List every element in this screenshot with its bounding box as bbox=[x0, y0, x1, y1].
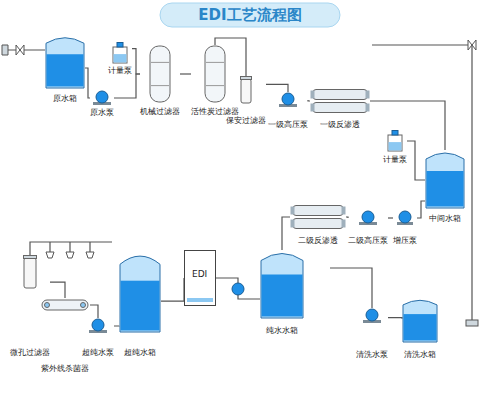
drain-pipe bbox=[372, 45, 472, 320]
equipment-label: 增压泵 bbox=[393, 236, 417, 246]
pump-symbol bbox=[232, 283, 244, 295]
equipment-label: 原水泵 bbox=[90, 108, 114, 118]
pipe-connector bbox=[161, 278, 184, 301]
equipment-label: 超纯水泵 bbox=[82, 348, 114, 358]
pump-unit: 增压泵 bbox=[393, 210, 417, 246]
water-tank: 原水箱 bbox=[45, 35, 85, 104]
pipe-connector bbox=[180, 73, 191, 74]
pipe-connector bbox=[90, 305, 98, 318]
water-tank: 超纯水箱 bbox=[119, 252, 161, 358]
pipe-connector bbox=[50, 282, 65, 298]
filter-column: 活性炭过滤器 bbox=[191, 45, 239, 117]
pipe-connector bbox=[132, 49, 140, 74]
cartridge-filter-outline bbox=[240, 76, 252, 104]
equipment-label: EDI bbox=[192, 269, 207, 280]
equipment-label: 保安过滤器 bbox=[226, 116, 266, 126]
ro-membrane: 一级反渗透 bbox=[310, 88, 370, 130]
equipment-label: 机械过滤器 bbox=[140, 107, 180, 117]
ro-membrane-outline bbox=[310, 88, 370, 114]
pump-unit-outline bbox=[91, 90, 113, 106]
inlet-nozzle bbox=[2, 45, 8, 55]
equipment-label: 清洗水泵 bbox=[356, 350, 388, 360]
ro-membrane-outline bbox=[290, 204, 346, 230]
water-tank-outline bbox=[425, 150, 465, 210]
equipment-label: 原水箱 bbox=[53, 94, 77, 104]
equipment-label: 清洗水箱 bbox=[404, 350, 436, 360]
pipe-connector bbox=[388, 217, 393, 218]
equipment-label: 一级高压泵 bbox=[268, 120, 308, 130]
water-tank-outline bbox=[45, 35, 85, 90]
pipe-connector bbox=[417, 201, 425, 218]
valve-symbol bbox=[468, 40, 476, 50]
pipe-connector bbox=[388, 318, 402, 319]
pump-unit: 清洗水泵 bbox=[356, 308, 388, 360]
equipment-label: 纯水水箱 bbox=[266, 326, 298, 336]
dosing-pump-outline bbox=[386, 130, 404, 152]
equipment-label: 计量泵 bbox=[383, 155, 407, 165]
water-tank: 清洗水箱 bbox=[402, 298, 438, 360]
dosing-pump: 计量泵 bbox=[383, 130, 407, 165]
pipe-connector bbox=[85, 68, 90, 98]
equipment-label: 二级高压泵 bbox=[348, 236, 388, 246]
pipe-connector bbox=[266, 84, 288, 92]
filter-column: 机械过滤器 bbox=[140, 45, 180, 117]
pump-unit: 超纯水泵 bbox=[82, 318, 114, 358]
equipment-label: 微孔过滤器 bbox=[10, 348, 50, 358]
equipment-label: 活性炭过滤器 bbox=[191, 107, 239, 117]
pipe-connector bbox=[216, 278, 260, 299]
equipment-label: 一级反渗透 bbox=[320, 120, 360, 130]
water-tank-outline bbox=[119, 252, 161, 334]
pump-unit-outline bbox=[361, 308, 383, 324]
uv-sterilizer-outline bbox=[40, 298, 90, 312]
pipe-connector bbox=[346, 217, 348, 218]
water-tank: 纯水水箱 bbox=[260, 250, 304, 336]
equipment-label: 中间水箱 bbox=[429, 214, 461, 224]
diagram-title: EDI工艺流程图 bbox=[160, 3, 340, 27]
pipe-connector bbox=[308, 100, 310, 101]
edi-module: EDI bbox=[184, 250, 216, 306]
faucet-drop bbox=[50, 242, 90, 252]
cleaning-pipe bbox=[330, 268, 372, 308]
dosing-pump-outline bbox=[111, 42, 129, 64]
inlet-pipe bbox=[8, 49, 45, 50]
pump-unit-outline bbox=[277, 92, 299, 108]
equipment-label: 二级反渗透 bbox=[298, 236, 338, 246]
pump-unit: 二级高压泵 bbox=[348, 210, 388, 246]
cartridge-filter: 保安过滤器 bbox=[226, 76, 266, 126]
pump-unit: 一级高压泵 bbox=[268, 92, 308, 130]
pump-unit-outline bbox=[357, 210, 379, 226]
pipe-connector bbox=[114, 325, 119, 326]
filter-column-outline bbox=[204, 45, 226, 103]
pump-unit-outline bbox=[395, 210, 415, 226]
water-tank: 中间水箱 bbox=[425, 150, 465, 224]
faucet-symbol bbox=[46, 252, 94, 258]
dosing-pump: 计量泵 bbox=[108, 42, 132, 76]
equipment-label: 紫外线杀菌器 bbox=[41, 364, 89, 374]
water-tank-outline bbox=[260, 250, 304, 320]
pipe-connector bbox=[407, 141, 425, 180]
cartridge-filter-outline bbox=[23, 255, 37, 289]
filter-column-outline bbox=[149, 45, 171, 103]
equipment-label: 超纯水箱 bbox=[124, 348, 156, 358]
pipe-connector bbox=[114, 74, 140, 98]
drain-outlet bbox=[466, 320, 478, 326]
equipment-label: 计量泵 bbox=[108, 66, 132, 76]
pump-unit-outline bbox=[87, 318, 109, 334]
ro-membrane: 二级反渗透 bbox=[290, 204, 346, 246]
title-banner bbox=[160, 3, 340, 27]
pipe-connector bbox=[370, 101, 445, 150]
pipe-connector bbox=[282, 217, 290, 250]
uv-sterilizer: 紫外线杀菌器 bbox=[40, 298, 90, 374]
pump-unit: 原水泵 bbox=[90, 90, 114, 118]
valve-symbol bbox=[16, 45, 24, 55]
water-tank-outline bbox=[402, 298, 438, 344]
